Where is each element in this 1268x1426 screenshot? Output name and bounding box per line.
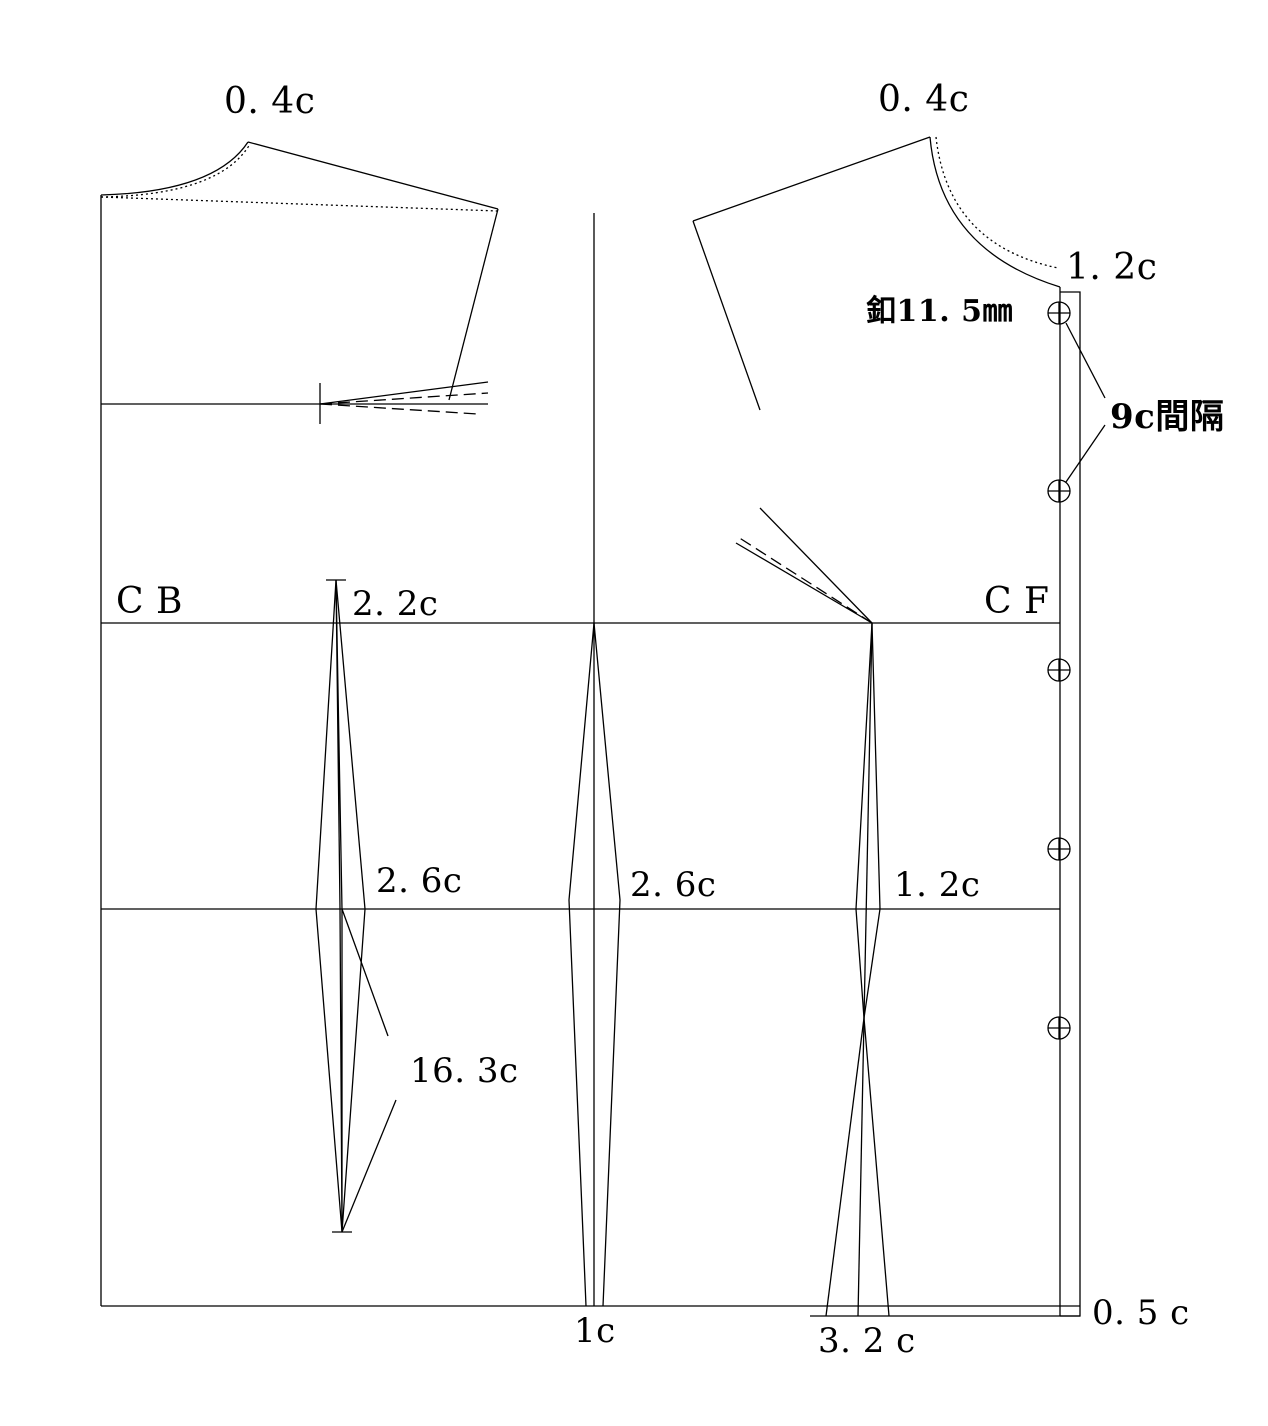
- back-shoulder-line: [247, 141, 499, 210]
- front-flare-right: [863, 1017, 890, 1317]
- front-dart-left: [855, 622, 873, 1019]
- center-back-label: C B: [116, 581, 183, 622]
- front-flare-left: [825, 1017, 865, 1317]
- front-dart-right: [863, 622, 881, 1019]
- front-neck-drop-label: 1. 2c: [1066, 247, 1158, 288]
- back-neck-label: 0. 4c: [224, 81, 316, 122]
- center-front-label: C F: [984, 581, 1050, 622]
- front-dart-leg-2: [737, 536, 873, 624]
- back-dart-top-label: 2. 2c: [352, 584, 439, 624]
- placket-extension: [1060, 291, 1081, 1317]
- front-dart-leg-1: [759, 507, 873, 624]
- button-spacing-leader-1: [1065, 322, 1106, 399]
- button-mark-icon: [1047, 479, 1071, 503]
- button-spacing-leader-2: [1065, 424, 1106, 483]
- hem-extension-label: 0. 5 c: [1092, 1293, 1190, 1333]
- back-dart-length-label: 16. 3c: [410, 1051, 519, 1091]
- button-mark-icon: [1047, 837, 1071, 861]
- side-dart-right: [593, 622, 621, 1307]
- back-dart-leg-2: [319, 392, 489, 405]
- front-neck-label: 0. 4c: [878, 79, 970, 120]
- front-dart-leg-3: [735, 542, 873, 624]
- button-spacing-label: 9c間隔: [1110, 397, 1225, 437]
- button-size-label: 釦11. 5㎜: [866, 294, 1014, 329]
- button-mark-icon: [1047, 1016, 1071, 1040]
- back-waist-dart-inner: [335, 579, 343, 1233]
- back-neckline-dotted: [100, 143, 251, 198]
- button-mark-icon: [1047, 301, 1071, 325]
- back-dart-leg-1: [319, 381, 489, 405]
- front-dart-width-label: 1. 2c: [894, 865, 981, 905]
- side-dart-width-label: 2. 6c: [630, 865, 717, 905]
- front-neckline-dotted: [935, 136, 1059, 269]
- front-neckline: [929, 136, 1061, 288]
- side-hem-label: 1c: [574, 1311, 616, 1351]
- back-dart-length-leader-1: [341, 908, 389, 1037]
- front-dart-center: [857, 622, 873, 1317]
- back-dart-width-label: 2. 6c: [376, 861, 463, 901]
- button-marks: [1047, 301, 1071, 1040]
- side-dart-left: [568, 622, 595, 1307]
- front-shoulder-line: [692, 136, 931, 222]
- back-dart-leg-4: [319, 403, 479, 415]
- front-hem-label: 3. 2 c: [818, 1321, 916, 1361]
- back-shoulder-dotted: [100, 196, 499, 212]
- button-mark-icon: [1047, 658, 1071, 682]
- back-neckline: [100, 141, 249, 196]
- back-dart-length-leader-2: [341, 1099, 397, 1233]
- front-armhole-line: [692, 220, 761, 411]
- back-armhole-line: [448, 208, 499, 401]
